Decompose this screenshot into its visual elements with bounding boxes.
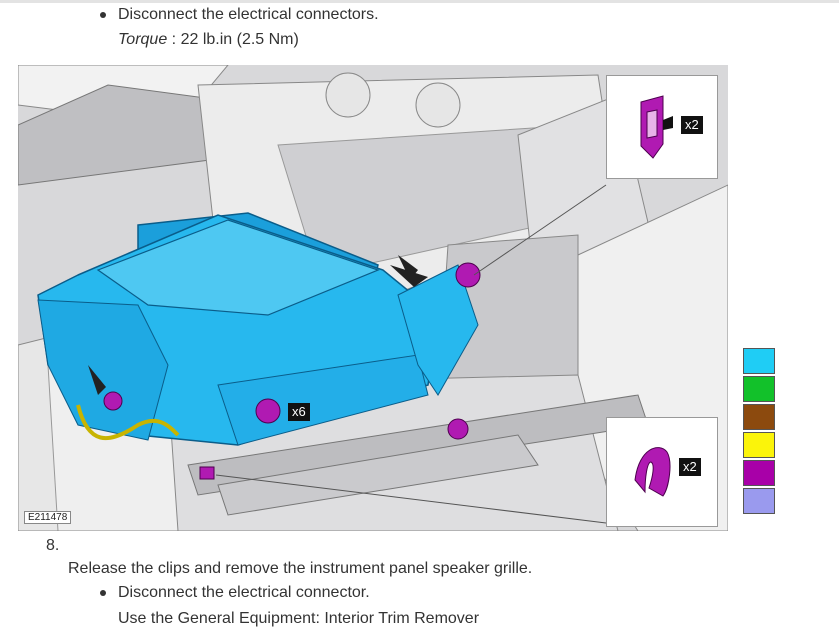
top-bullet-text: Disconnect the electrical connectors.: [118, 6, 379, 23]
torque-spec: Torque : 22 lb.in (2.5 Nm): [118, 30, 299, 50]
bullet-dot: [100, 590, 106, 596]
color-legend: [743, 348, 775, 516]
figure-id: E211478: [24, 511, 72, 524]
procedure-illustration: x2 x2 x6: [18, 65, 728, 531]
legend-swatch: [743, 432, 775, 458]
torque-value: : 22 lb.in (2.5 Nm): [167, 31, 299, 48]
legend-swatch: [743, 348, 775, 374]
legend-swatch: [743, 460, 775, 486]
callout-top-badge: x2: [681, 116, 703, 134]
legend-swatch: [743, 404, 775, 430]
clip-top-image: [640, 95, 673, 159]
torque-label: Torque: [118, 31, 168, 48]
step-number: 8.: [46, 537, 60, 554]
callout-bottom-badge: x2: [679, 458, 701, 476]
step-text: Release the clips and remove the instrum…: [68, 560, 533, 577]
legend-swatch: [743, 376, 775, 402]
top-border: [0, 0, 839, 3]
step-note: Use the General Equipment: Interior Trim…: [118, 610, 480, 627]
main-count-badge: x6: [288, 403, 310, 421]
callout-top: x2: [606, 75, 718, 179]
step-bullet-text: Disconnect the electrical connector.: [118, 584, 370, 601]
bullet-dot: [100, 12, 106, 18]
clip-bottom-image: [634, 447, 671, 497]
legend-swatch: [743, 488, 775, 514]
callout-bottom: x2: [606, 417, 718, 527]
